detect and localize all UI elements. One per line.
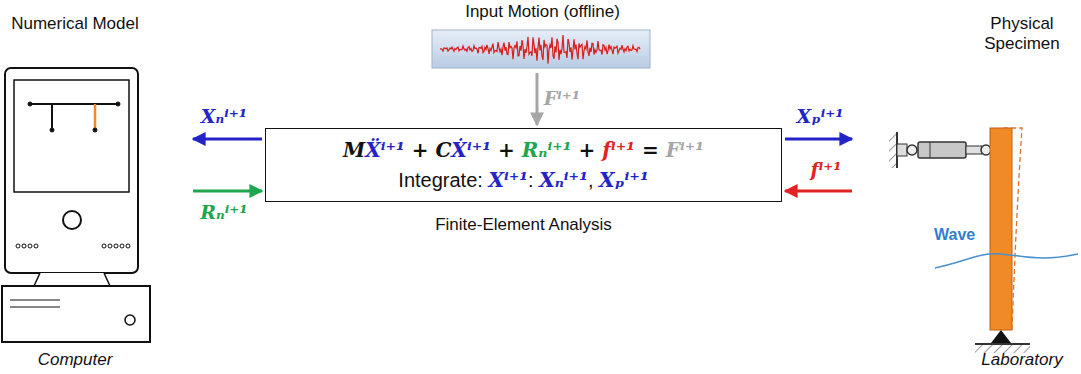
- node-heading: Physical Specimen: [963, 14, 1081, 54]
- signal-label: fⁱ⁺¹: [808, 158, 843, 180]
- node-caption: Laboratory: [963, 350, 1081, 370]
- input-motion-node: Input Motion (offline): [430, 2, 655, 70]
- signal-label: Rₙⁱ⁺¹: [198, 201, 249, 223]
- specimen-illustration: [889, 128, 1078, 353]
- data-arrow: [536, 73, 539, 125]
- integration-step: Integrate: Xⁱ⁺¹: Xₙⁱ⁺¹, Xₚⁱ⁺¹: [281, 165, 766, 195]
- wave-label: Wave: [934, 226, 975, 244]
- analysis-box: MẌⁱ⁺¹ + CẊⁱ⁺¹ + Rₙⁱ⁺¹ + fⁱ⁺¹ = Fⁱ⁺¹Integ…: [265, 128, 782, 202]
- data-arrow: [785, 138, 852, 141]
- computer-node: Numerical ModelComputer: [0, 14, 190, 370]
- computer-icon: [2, 68, 150, 342]
- specimen-node: Physical SpecimenLaboratory: [855, 14, 1081, 370]
- signal-label: Fⁱ⁺¹: [542, 87, 582, 109]
- node-caption: Computer: [0, 350, 150, 370]
- node-heading: Numerical Model: [0, 14, 150, 34]
- data-arrow: [785, 190, 852, 193]
- signal-label: Xₙⁱ⁺¹: [199, 105, 249, 127]
- data-arrow: [193, 190, 262, 193]
- equation-of-motion: MẌⁱ⁺¹ + CẊⁱ⁺¹ + Rₙⁱ⁺¹ + fⁱ⁺¹ = Fⁱ⁺¹: [281, 135, 766, 165]
- node-heading: Input Motion (offline): [430, 2, 655, 22]
- waveform-record: [432, 30, 650, 68]
- section-caption: Finite-Element Analysis: [226, 215, 821, 235]
- signal-label: Xₚⁱ⁺¹: [794, 105, 845, 127]
- data-arrow: [193, 138, 262, 141]
